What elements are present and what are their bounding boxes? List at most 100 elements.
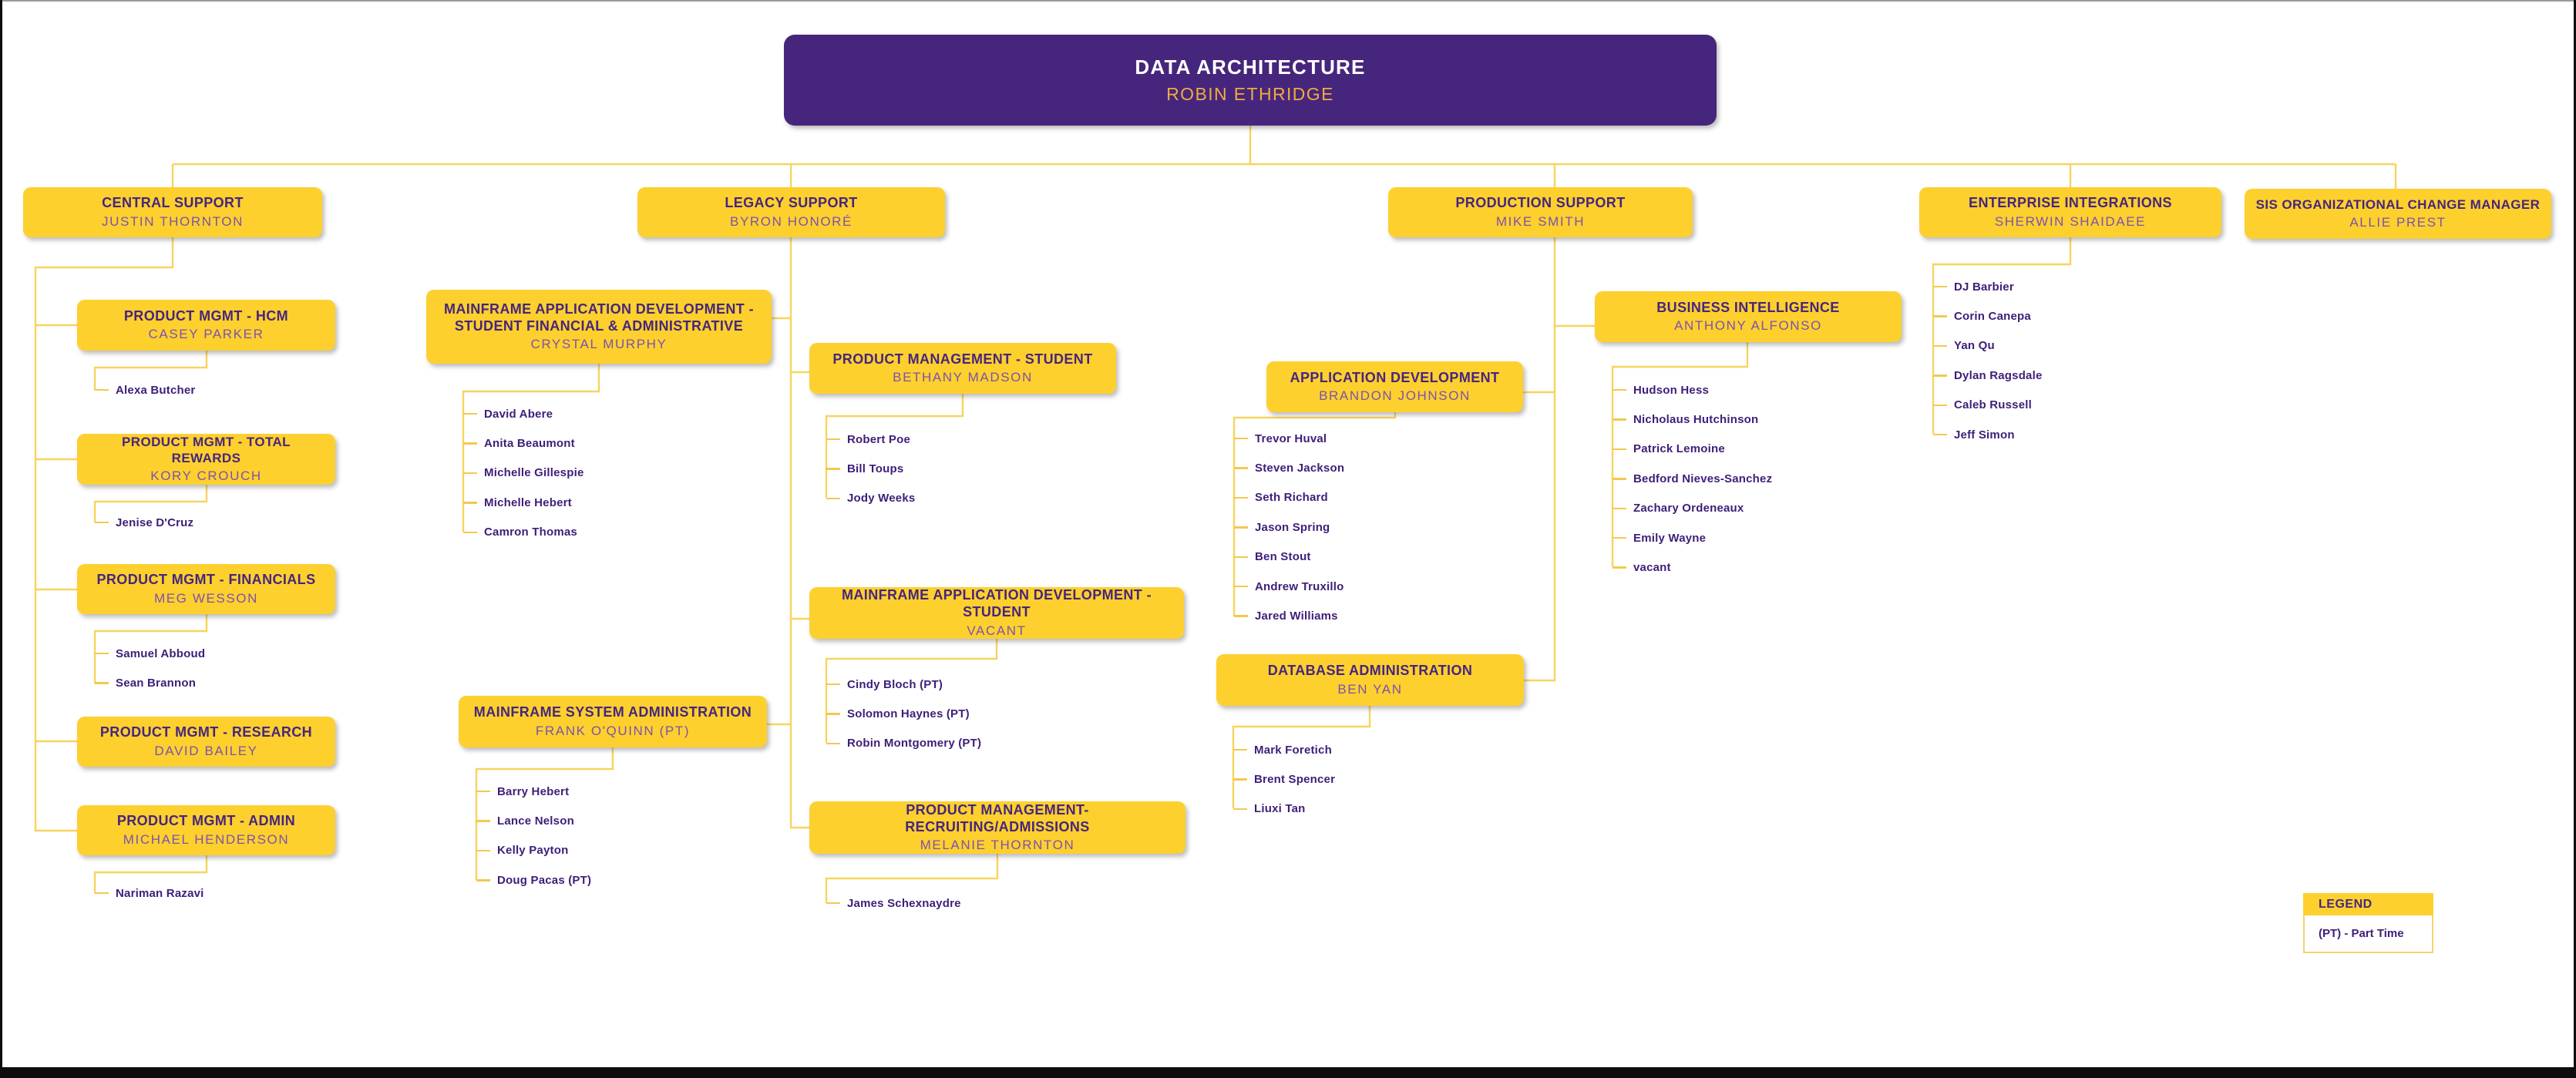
box-manager: MELANIE THORNTON xyxy=(920,838,1075,853)
member-name: Michelle Gillespie xyxy=(463,458,583,488)
box-manager: DAVID BAILEY xyxy=(154,743,258,758)
member-name: Zachary Ordeneaux xyxy=(1613,494,1772,523)
member-name: Doug Pacas (PT) xyxy=(476,865,591,895)
member-name: Sean Brannon xyxy=(95,668,205,697)
member-name: Solomon Haynes (PT) xyxy=(826,699,981,728)
box-manager: ANTHONY ALFONSO xyxy=(1674,318,1822,334)
box-manager: BETHANY MADSON xyxy=(893,370,1033,385)
box-title: ENTERPRISE INTEGRATIONS xyxy=(1969,195,2172,211)
member-name: Kelly Payton xyxy=(476,836,591,865)
member-name: Jeff Simon xyxy=(1933,420,2043,449)
box-manager: ROBIN ETHRIDGE xyxy=(1166,83,1334,104)
member-name: Hudson Hess xyxy=(1613,375,1772,405)
org-box-data-architecture: DATA ARCHITECTURE ROBIN ETHRIDGE xyxy=(784,35,1717,126)
box-manager: MICHAEL HENDERSON xyxy=(123,831,290,847)
box-manager: KORY CROUCH xyxy=(150,468,262,483)
legend-header: LEGEND xyxy=(2303,893,2433,915)
member-list-pm-admin: Nariman Razavi xyxy=(95,878,204,908)
box-title: PRODUCT MGMT - RESEARCH xyxy=(99,724,313,740)
member-name: David Abere xyxy=(463,399,583,428)
box-title: BUSINESS INTELLIGENCE xyxy=(1656,299,1840,315)
org-box-database-administration: DATABASE ADMINISTRATION BEN YAN xyxy=(1216,654,1524,706)
box-title: MAINFRAME APPLICATION DEVELOPMENT - STUD… xyxy=(444,301,754,334)
org-box-central-support: CENTRAL SUPPORT JUSTIN THORNTON xyxy=(23,187,322,237)
org-box-mainframe-sysadmin: MAINFRAME SYSTEM ADMINISTRATION FRANK O'… xyxy=(459,696,767,747)
box-manager: CRYSTAL MURPHY xyxy=(530,337,668,352)
member-name: Seth Richard xyxy=(1234,483,1344,512)
member-name: Mark Foretich xyxy=(1233,735,1335,764)
member-name: Samuel Abboud xyxy=(95,639,205,668)
member-name: Caleb Russell xyxy=(1933,391,2043,420)
box-title: APPLICATION DEVELOPMENT xyxy=(1290,369,1500,385)
connector-line xyxy=(1524,237,1556,682)
box-manager: SHERWIN SHAIDAEE xyxy=(1994,213,2147,229)
member-list-pm-recruiting-admissions: James Schexnaydre xyxy=(826,888,961,918)
box-title: PRODUCT MGMT - TOTAL REWARDS xyxy=(122,435,291,465)
member-name: Ben Stout xyxy=(1234,542,1344,572)
member-name: DJ Barbier xyxy=(1933,272,2043,301)
org-box-pm-recruiting-admissions: PRODUCT MANAGEMENT- RECRUITING/ADMISSION… xyxy=(809,801,1185,854)
member-name: Jenise D'Cruz xyxy=(95,508,193,537)
box-title: PRODUCT MANAGEMENT - STUDENT xyxy=(832,351,1093,367)
box-manager: VACANT xyxy=(967,623,1027,638)
page-border-right xyxy=(2574,0,2576,1078)
member-name: Bill Toups xyxy=(826,454,915,483)
org-box-pm-admin: PRODUCT MGMT - ADMIN MICHAEL HENDERSON xyxy=(77,805,335,855)
member-name: Robert Poe xyxy=(826,425,915,454)
box-title: LEGACY SUPPORT xyxy=(725,195,858,211)
box-manager: BEN YAN xyxy=(1337,681,1403,697)
box-title: DATABASE ADMINISTRATION xyxy=(1267,663,1473,679)
member-list-pm-total-rewards: Jenise D'Cruz xyxy=(95,508,193,537)
member-list-pm-hcm: Alexa Butcher xyxy=(95,375,195,405)
member-name: Nariman Razavi xyxy=(95,878,204,908)
box-title: CENTRAL SUPPORT xyxy=(102,195,244,211)
member-name: Jason Spring xyxy=(1234,512,1344,542)
org-box-mainframe-appdev-sfa: MAINFRAME APPLICATION DEVELOPMENT - STUD… xyxy=(426,290,772,364)
box-manager: MIKE SMITH xyxy=(1495,213,1586,229)
member-name: Jared Williams xyxy=(1234,601,1344,630)
box-manager: FRANK O'QUINN (PT) xyxy=(535,723,691,738)
legend: LEGEND (PT) - Part Time xyxy=(2303,893,2433,953)
member-name: Corin Canepa xyxy=(1933,301,2043,331)
box-manager: MEG WESSON xyxy=(153,590,258,606)
page-border-top xyxy=(0,0,2576,2)
member-name: James Schexnaydre xyxy=(826,888,961,918)
org-box-enterprise-integrations: ENTERPRISE INTEGRATIONS SHERWIN SHAIDAEE xyxy=(1919,187,2221,237)
box-title: DATA ARCHITECTURE xyxy=(1135,55,1366,79)
org-box-production-support: PRODUCTION SUPPORT MIKE SMITH xyxy=(1388,187,1693,237)
box-manager: JUSTIN THORNTON xyxy=(102,213,244,229)
member-list-mainframe-appdev-student: Cindy Bloch (PT)Solomon Haynes (PT)Robin… xyxy=(826,670,981,758)
member-name: Alexa Butcher xyxy=(95,375,195,405)
legend-entry: (PT) - Part Time xyxy=(2303,915,2433,953)
member-name: Nicholaus Hutchinson xyxy=(1613,405,1772,434)
member-name: Lance Nelson xyxy=(476,806,591,835)
org-box-pm-total-rewards: PRODUCT MGMT - TOTAL REWARDS KORY CROUCH xyxy=(77,434,335,485)
box-title: PRODUCT MANAGEMENT- RECRUITING/ADMISSION… xyxy=(905,801,1090,835)
page-border-bottom xyxy=(0,1067,2576,1078)
member-name: Anita Beaumont xyxy=(463,428,583,458)
member-name: Steven Jackson xyxy=(1234,453,1344,482)
member-name: Patrick Lemoine xyxy=(1613,435,1772,464)
member-name: Robin Montgomery (PT) xyxy=(826,729,981,758)
box-manager: BYRON HONORÉ xyxy=(730,213,853,229)
box-manager: ALLIE PREST xyxy=(2349,215,2447,230)
member-name: Jody Weeks xyxy=(826,484,915,513)
org-box-pm-student: PRODUCT MANAGEMENT - STUDENT BETHANY MAD… xyxy=(809,343,1116,394)
member-name: Brent Spencer xyxy=(1233,764,1335,794)
member-name: Camron Thomas xyxy=(463,518,583,547)
box-title: PRODUCT MGMT - FINANCIALS xyxy=(96,572,316,588)
box-manager: BRANDON JOHNSON xyxy=(1319,388,1471,404)
member-name: Andrew Truxillo xyxy=(1234,572,1344,601)
org-box-pm-financials: PRODUCT MGMT - FINANCIALS MEG WESSON xyxy=(77,564,335,614)
member-name: Yan Qu xyxy=(1933,331,2043,361)
org-box-pm-hcm: PRODUCT MGMT - HCM CASEY PARKER xyxy=(77,300,335,351)
box-title: PRODUCT MGMT - HCM xyxy=(123,307,289,324)
connector-line xyxy=(789,237,809,829)
